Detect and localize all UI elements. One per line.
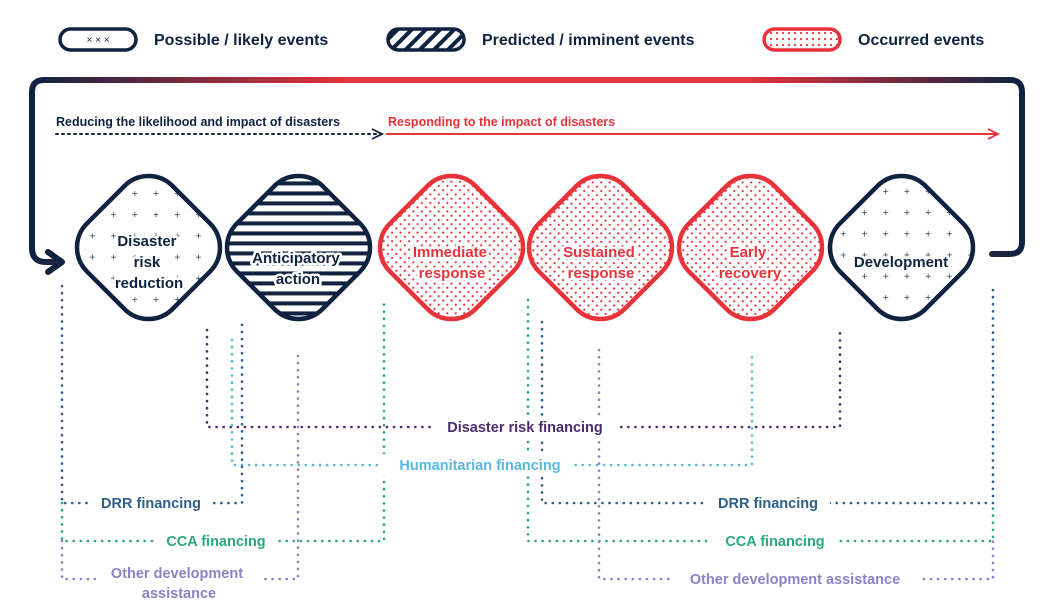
label-oda-left: Other development assistance (111, 566, 247, 602)
node-anticipatory-action (224, 173, 373, 322)
flow-reducing: Reducing the likelihood and impact of di… (55, 115, 385, 140)
node-disaster-risk-reduction (74, 173, 223, 322)
node-labels: Disaster risk reduction Anticipatory act… (112, 231, 950, 295)
node-sustained-label-line2: response (568, 265, 635, 282)
legend-predicted-label: Predicted / imminent events (482, 32, 695, 49)
label-bg-disaster-risk (432, 416, 618, 438)
node-anticipatory-label-line2: action (276, 271, 320, 288)
label-cca-financing-left: CCA financing (166, 534, 265, 550)
node-early-label: Early recovery (719, 244, 782, 282)
feedback-loop-arrow (29, 77, 1025, 265)
node-development-label: Development (854, 254, 948, 271)
label-bg-drr-left (90, 492, 212, 514)
node-sustained-response (526, 173, 675, 322)
legend-possible-swatch-marks: × × × (86, 35, 109, 46)
node-early-label-line1: Early (730, 244, 767, 261)
node-early-recovery (676, 173, 825, 322)
node-immediate-label-line1: Immediate (413, 244, 487, 261)
legend-occurred-swatch (762, 27, 842, 52)
node-immediate-response (377, 173, 526, 322)
node-immediate-label-line2: response (419, 265, 486, 282)
node-anticipatory-action-shape (224, 173, 373, 322)
legend-possible-events: × × × Possible / likely events (58, 27, 328, 52)
legend-occurred-events: Occurred events (762, 27, 984, 52)
node-development (827, 173, 976, 322)
label-bg-cca-right (712, 530, 838, 552)
legend-occurred-label: Occurred events (858, 32, 984, 49)
flow-responding: Responding to the impact of disasters (386, 115, 1001, 140)
label-bg-humanitarian (382, 454, 570, 476)
flow-responding-label: Responding to the impact of disasters (388, 115, 615, 129)
bracket-disaster-risk-financing (205, 328, 842, 429)
node-anticipatory-label: Anticipatory action (252, 250, 344, 288)
node-drr-label-line1: Disaster (117, 233, 176, 250)
label-bg-oda-right (670, 568, 920, 590)
bracket-humanitarian-financing (230, 338, 754, 467)
legend: × × × Possible / likely events Predicted… (58, 27, 984, 52)
label-drr-financing-left: DRR financing (101, 496, 201, 512)
node-sustained-label: Sustained response (563, 244, 639, 282)
node-sustained-response-shape (526, 173, 675, 322)
legend-predicted-swatch (386, 27, 466, 52)
label-drr-financing-right: DRR financing (718, 496, 818, 512)
flow-reducing-label: Reducing the likelihood and impact of di… (56, 115, 340, 129)
label-disaster-risk-financing: Disaster risk financing (447, 420, 603, 436)
node-immediate-label: Immediate response (413, 244, 491, 282)
label-humanitarian-financing: Humanitarian financing (399, 458, 560, 474)
node-drr-label-line2: risk (134, 254, 161, 271)
node-anticipatory-label-line1: Anticipatory (252, 250, 340, 267)
node-development-label-line1: Development (854, 254, 948, 271)
label-bg-oda-left (96, 563, 262, 605)
feedback-loop-arrowhead (45, 249, 65, 275)
node-drr-label: Disaster risk reduction (115, 233, 183, 292)
node-early-label-line2: recovery (719, 265, 782, 282)
node-early-recovery-shape (676, 173, 825, 322)
label-oda-left-line2: assistance (142, 586, 216, 602)
label-oda-right: Other development assistance (690, 572, 900, 588)
node-sustained-label-line1: Sustained (563, 244, 635, 261)
legend-possible-label: Possible / likely events (154, 32, 328, 49)
label-oda-left-line1: Other development (111, 566, 243, 582)
node-development-shape (827, 173, 976, 322)
node-immediate-response-shape (377, 173, 526, 322)
label-cca-financing-right: CCA financing (725, 534, 824, 550)
node-drr-label-line3: reduction (115, 275, 183, 292)
node-disaster-risk-reduction-shape (74, 173, 223, 322)
legend-possible-swatch (58, 27, 138, 52)
legend-predicted-events: Predicted / imminent events (386, 27, 695, 52)
label-bg-drr-right (706, 492, 830, 514)
label-bg-cca-left (154, 530, 278, 552)
